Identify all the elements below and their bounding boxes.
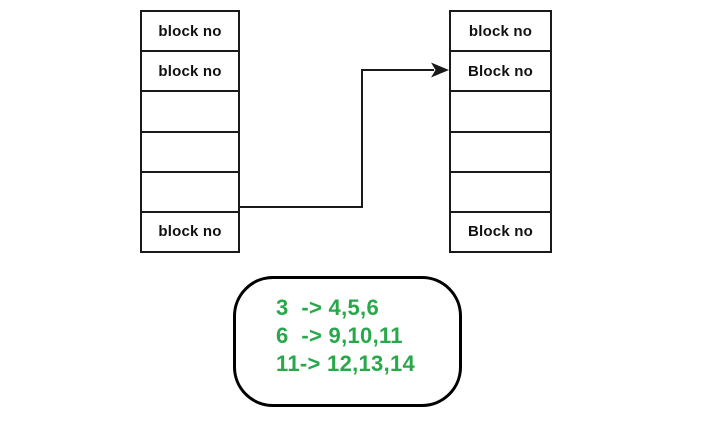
mapping-line: 3 -> 4,5,6 bbox=[276, 295, 379, 320]
mapping-line: 6 -> 9,10,11 bbox=[276, 323, 403, 348]
table-cell bbox=[449, 90, 552, 133]
table-cell bbox=[140, 130, 240, 173]
index-table-right: block no Block no Block no bbox=[449, 10, 552, 254]
table-cell bbox=[140, 170, 240, 213]
table-cell: block no bbox=[140, 50, 240, 93]
table-cell: block no bbox=[449, 10, 552, 53]
table-cell bbox=[140, 90, 240, 133]
index-table-left: block no block no block no bbox=[140, 10, 240, 254]
table-cell bbox=[449, 130, 552, 173]
table-cell: Block no bbox=[449, 50, 552, 93]
mapping-box: 3 -> 4,5,6 6 -> 9,10,11 11-> 12,13,14 bbox=[233, 276, 462, 407]
table-cell: block no bbox=[140, 210, 240, 254]
table-cell bbox=[449, 170, 552, 213]
table-cell: Block no bbox=[449, 210, 552, 254]
arrowhead-icon bbox=[431, 62, 449, 78]
mapping-line: 11-> 12,13,14 bbox=[276, 351, 416, 376]
table-cell: block no bbox=[140, 10, 240, 53]
